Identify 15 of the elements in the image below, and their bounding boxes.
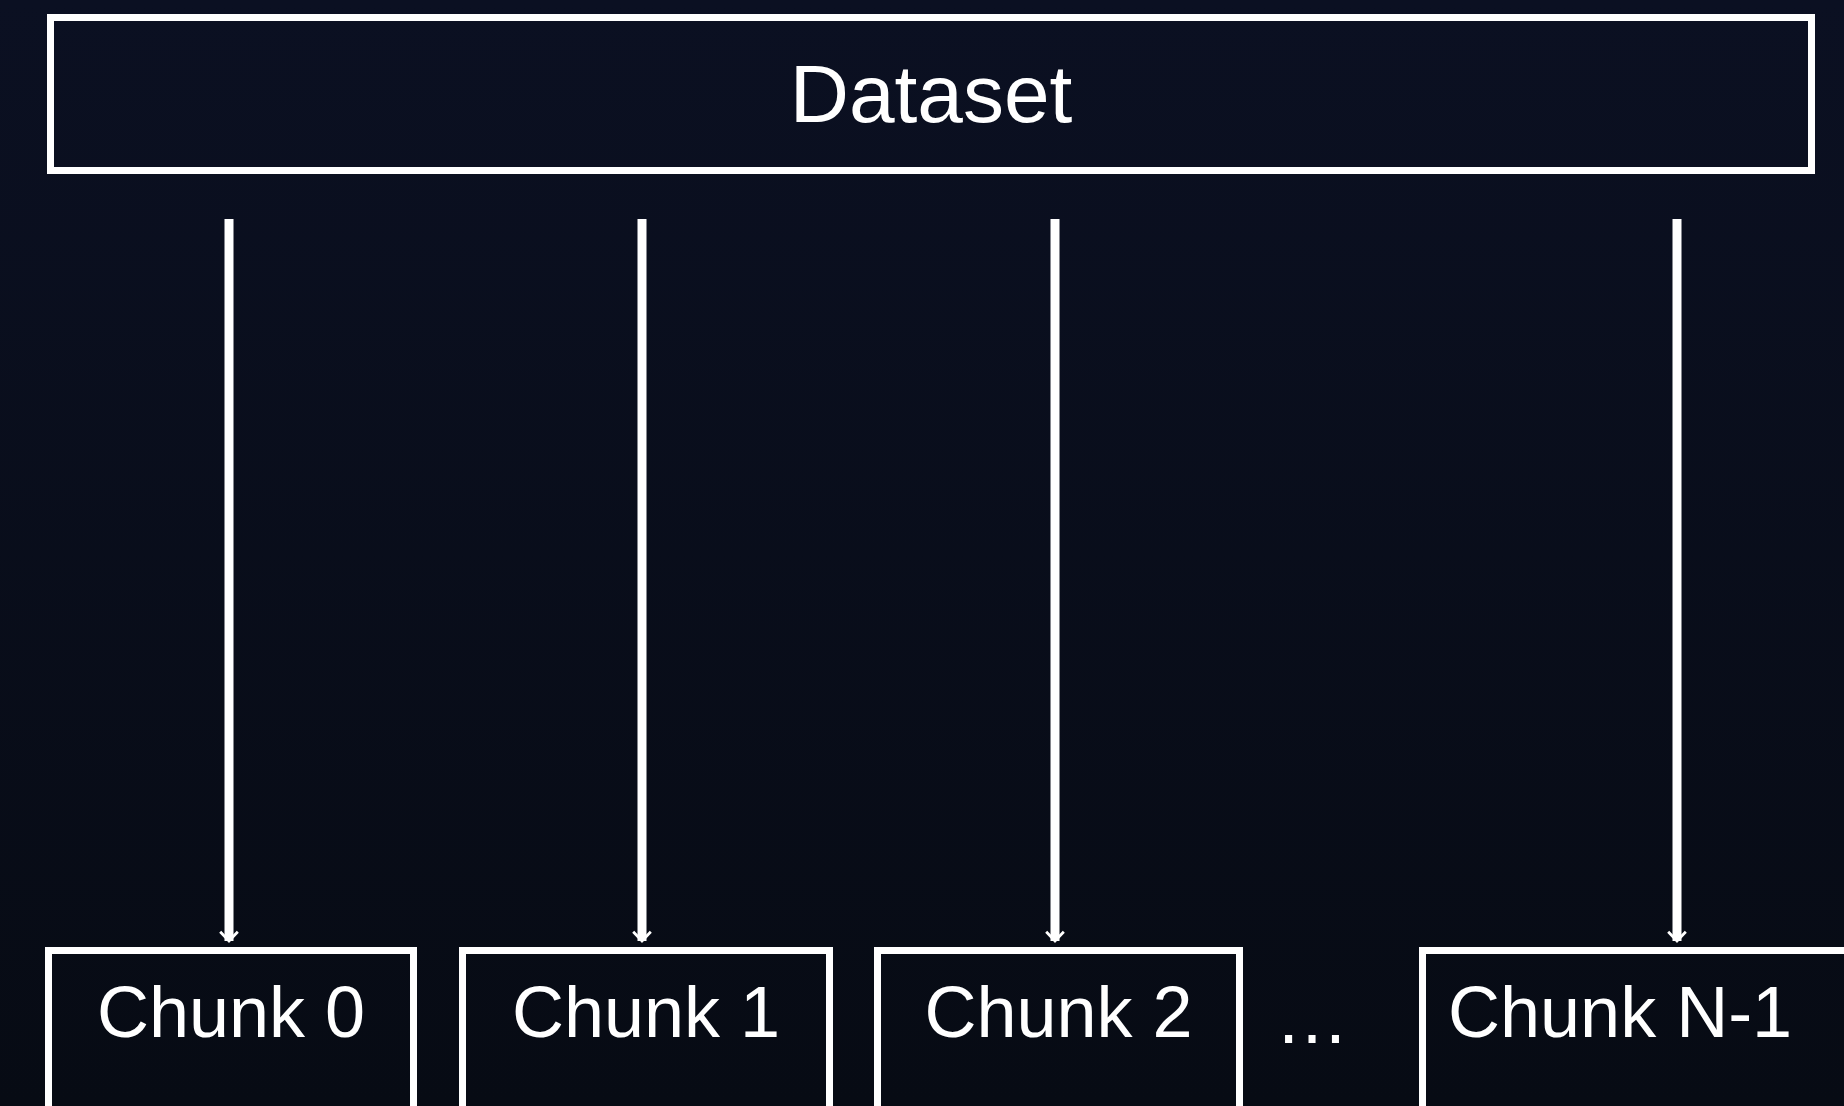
arrow — [218, 219, 240, 943]
node-label: Chunk 1 — [511, 971, 781, 1053]
node-label: Chunk 0 — [96, 971, 366, 1053]
chunk-box — [874, 947, 1243, 1106]
dataset-box — [47, 14, 1815, 174]
chunk-box — [45, 947, 417, 1106]
node-label: Dataset — [789, 47, 1073, 141]
chunk-box — [1419, 947, 1844, 1106]
ellipsis-label: … — [1275, 975, 1349, 1060]
node-label: Chunk N-1 — [1448, 971, 1793, 1053]
arrow — [1666, 219, 1688, 943]
node-label: Chunk 2 — [924, 971, 1193, 1053]
arrow — [631, 219, 653, 943]
chunk-box — [459, 947, 833, 1106]
arrow — [1044, 219, 1066, 943]
